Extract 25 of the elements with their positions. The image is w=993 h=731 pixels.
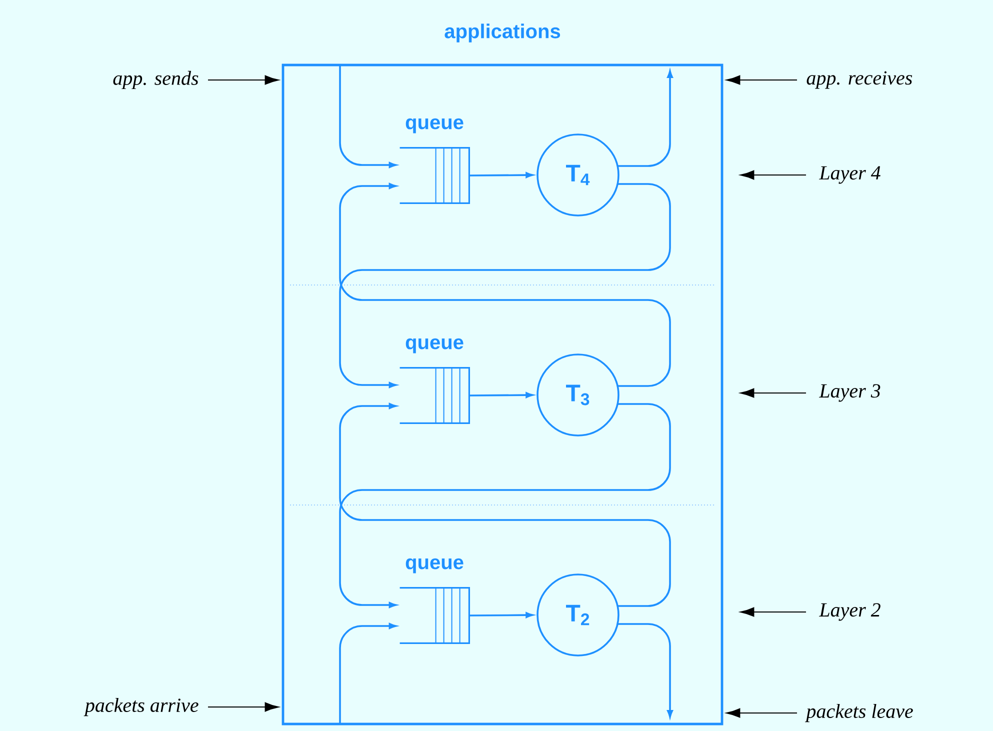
side-label: Layer 2 [818,603,880,621]
queue-box: queue [400,338,470,424]
leader-line [208,75,279,85]
leader-line [726,75,798,85]
leader-line [208,702,279,712]
side-label: packets leave [805,704,913,722]
leader-line [740,170,806,180]
flow-arrow [469,392,534,398]
side-label: packets arrive [84,698,198,716]
side-label: Layer 4 [818,166,880,184]
flow-arrow [618,70,673,167]
flow-arrow [339,66,396,168]
flow-arrow [469,612,534,618]
flow-arrow [618,623,673,718]
leader-line [740,607,806,617]
flow-arrow [339,623,396,724]
node-label: applications [444,24,560,42]
side-label: Layer 3 [818,384,880,402]
queue-box: queue [400,118,470,204]
leader-line [726,708,798,718]
flow-arrow [469,172,534,178]
side-label: app. sends [113,70,198,90]
leader-line [740,388,806,398]
side-label: app. receives [806,71,912,89]
queue-box: queue [400,558,470,644]
